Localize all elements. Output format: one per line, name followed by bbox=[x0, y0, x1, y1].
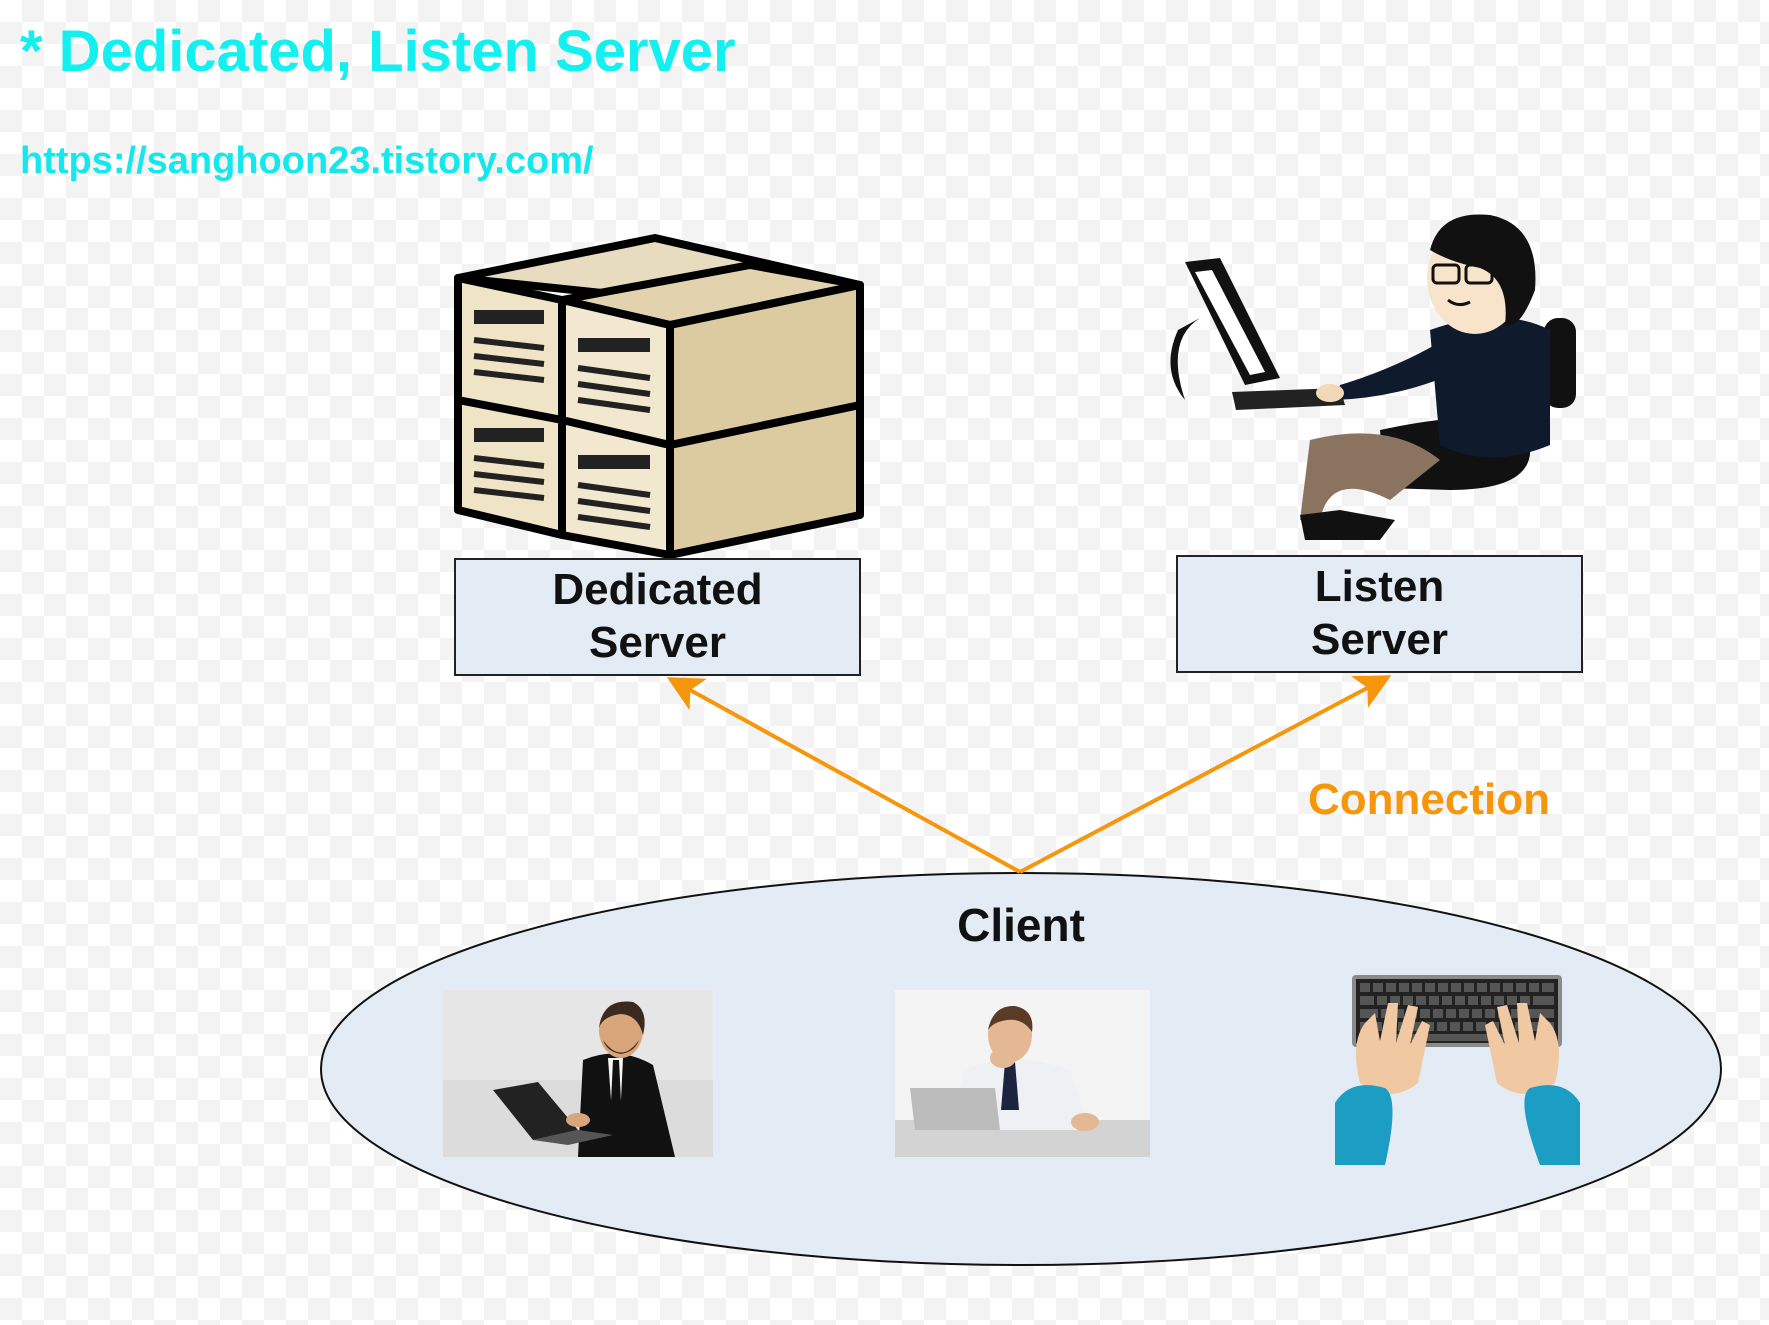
dedicated-server-label: Dedicated Server bbox=[454, 558, 861, 676]
businessman-laptop-icon bbox=[443, 990, 713, 1157]
connection-arrow-dedicated bbox=[666, 677, 1021, 874]
listen-server-label: Listen Server bbox=[1176, 555, 1583, 673]
client-label: Client bbox=[957, 899, 1085, 951]
connection-arrow-listen bbox=[1019, 675, 1392, 874]
tired-office-worker-icon bbox=[895, 990, 1150, 1157]
connection-label: Connection bbox=[1308, 775, 1550, 824]
page-title: * Dedicated, Listen Server bbox=[20, 19, 736, 84]
hands-on-keyboard-icon bbox=[1335, 975, 1580, 1165]
blog-url: https://sanghoon23.tistory.com/ bbox=[20, 140, 594, 182]
